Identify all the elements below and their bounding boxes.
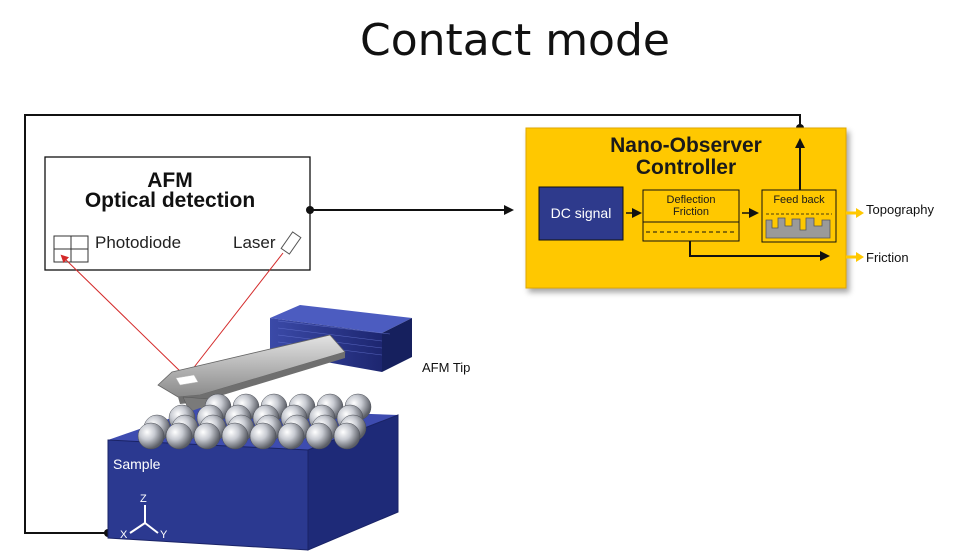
photodiode-label: Photodiode — [95, 233, 181, 252]
feedback-signal-icon — [765, 213, 832, 239]
nano-observer-controller: Nano-Observer Controller DC signal Defle… — [525, 127, 847, 289]
topography-output: Topography — [846, 202, 934, 218]
diagram-title: Contact mode — [360, 15, 670, 66]
afm-optical-detection-box: AFM Optical detection Photodiode Laser — [44, 156, 311, 271]
friction-path-arrow — [689, 241, 830, 261]
afm-box-title-line1: AFM — [147, 169, 193, 192]
photodiode-icon — [53, 235, 89, 263]
sample-sphere — [221, 422, 249, 450]
laser-spot — [175, 374, 199, 386]
axis-z-label: Z — [140, 493, 147, 505]
controller-title-line1: Nano-Observer — [610, 134, 762, 157]
friction-output-label: Friction — [866, 250, 909, 265]
laser-incident-beam — [187, 252, 284, 376]
afm-box-title-line2: Optical detection — [85, 189, 255, 212]
friction-output: Friction — [846, 250, 909, 265]
afm-tip-label: AFM Tip — [422, 360, 470, 375]
laser-reflected-beam — [60, 254, 185, 376]
axis-x-label: X — [120, 529, 128, 541]
sample-sphere — [137, 422, 165, 450]
feedback-label: Feed back — [773, 194, 825, 206]
sample-surface-spheres — [137, 393, 372, 450]
topography-label: Topography — [866, 202, 934, 217]
controller-title-line2: Controller — [636, 156, 736, 179]
sample-sphere — [277, 422, 305, 450]
cantilever — [157, 334, 346, 429]
dc-signal-label: DC signal — [551, 205, 612, 221]
feedback-loop-line — [24, 114, 801, 534]
sample-sphere — [165, 422, 193, 450]
sample-sphere — [333, 422, 361, 450]
laser-icon — [280, 231, 302, 255]
sample-sphere — [305, 422, 333, 450]
dc-signal-block — [538, 186, 624, 241]
sample-label: Sample — [113, 456, 161, 472]
laser-label: Laser — [233, 233, 276, 252]
axis-y-label: Y — [160, 529, 168, 541]
xyz-axis-icon: Z X Y — [120, 493, 168, 541]
friction-inner-label: Friction — [673, 206, 709, 218]
sample-sphere — [249, 422, 277, 450]
sample-sphere — [193, 422, 221, 450]
deflection-label: Deflection — [667, 194, 716, 206]
